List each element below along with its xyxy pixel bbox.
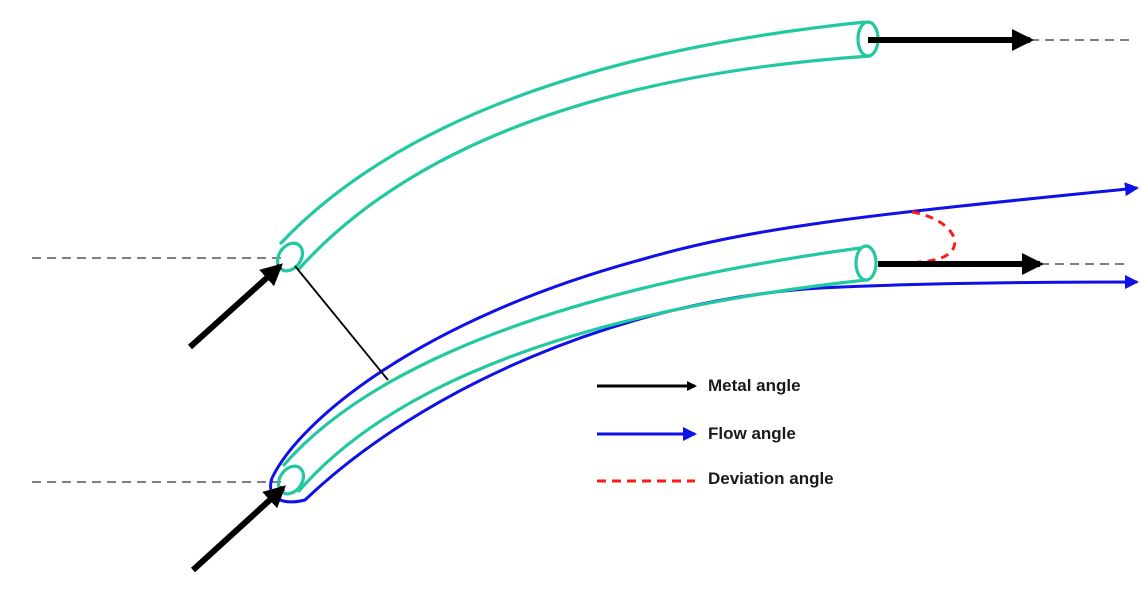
- flow-line-upper: [270, 182, 1139, 479]
- deviation-arc: [911, 210, 957, 264]
- flow-line-lower: [269, 275, 1139, 504]
- inlet-arrow-upper: [187, 263, 283, 350]
- flow-lines: [269, 182, 1139, 504]
- legend-item-metal-angle: Metal angle: [597, 376, 801, 395]
- pitch-line: [294, 265, 389, 381]
- legend-item-deviation-angle: Deviation angle: [597, 469, 834, 488]
- legend-item-flow-angle: Flow angle: [597, 424, 796, 443]
- legend-label-flow: Flow angle: [708, 424, 796, 443]
- inlet-arrow-lower: [190, 485, 286, 573]
- lower-blade: [276, 244, 878, 496]
- metal-angle-arrows: [187, 29, 1044, 573]
- legend-label-metal: Metal angle: [708, 376, 801, 395]
- legend: Metal angle Flow angle Deviation angle: [597, 376, 834, 488]
- legend-label-deviation: Deviation angle: [708, 469, 834, 488]
- upper-blade: [275, 20, 880, 273]
